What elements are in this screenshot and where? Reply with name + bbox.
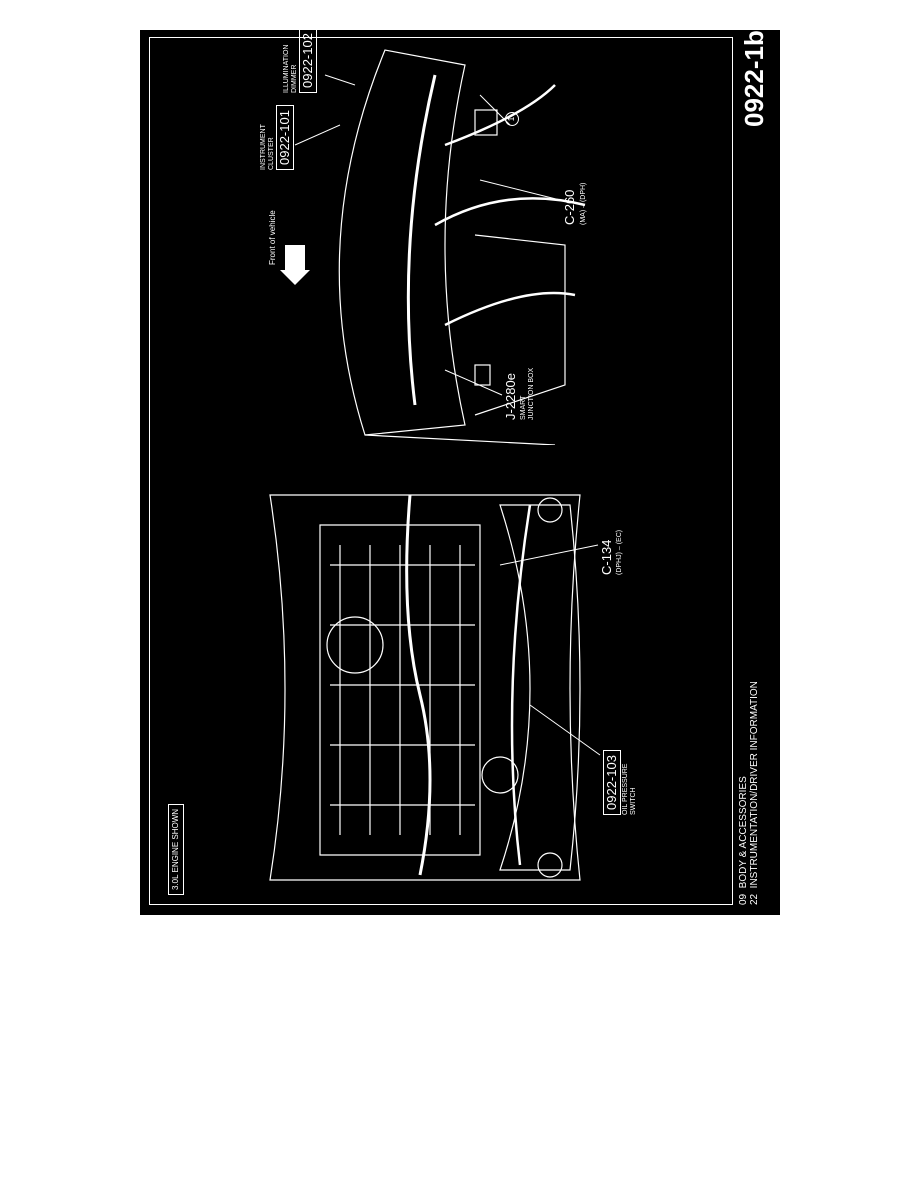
footer-section: 09 BODY & ACCESSORIES 22 INSTRUMENTATION…	[738, 681, 760, 905]
wiring-location-diagram: Front of vehicle 3.0L ENGINE SHOWN INSTR…	[140, 28, 780, 915]
callout-marker: 1	[505, 112, 519, 126]
subsection-number: 22	[749, 893, 760, 905]
engine-compartment-drawing	[269, 494, 581, 881]
section-title: BODY & ACCESSORIES	[738, 776, 749, 889]
instrument-panel-drawing	[338, 49, 586, 445]
leader-lines	[294, 74, 601, 756]
subsection-title: INSTRUMENTATION/DRIVER INFORMATION	[749, 681, 760, 889]
front-arrow-icon	[280, 245, 310, 285]
section-number: 09	[738, 893, 749, 905]
page-id: 0922-1b	[739, 30, 769, 127]
